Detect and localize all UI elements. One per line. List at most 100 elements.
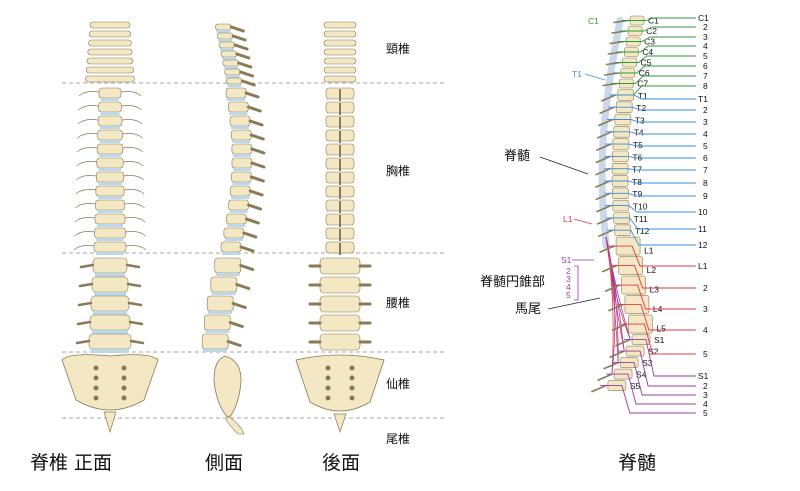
cord-spinous: [604, 284, 621, 292]
conus-segment-label: 2: [566, 266, 571, 276]
disc-front: [92, 330, 128, 334]
vertebra-label: C7: [637, 79, 648, 89]
vertebra-back: [323, 21, 357, 29]
sacrum-back: [295, 354, 385, 412]
nerve-cervical: [614, 55, 696, 63]
vertebra-label: T2: [636, 103, 646, 113]
nerve-thoracic: [606, 119, 696, 123]
vertebra-back: [323, 30, 357, 38]
disc-side: [222, 252, 241, 255]
disc-side: [232, 140, 251, 143]
vertebra-side: [210, 276, 238, 293]
rib-stub-front: [75, 203, 145, 209]
vertebra-label: S4: [636, 370, 647, 380]
process-side: [247, 203, 263, 211]
caption-cord: 脊髄: [618, 452, 657, 474]
nerve-sacral: [618, 350, 696, 387]
spinal-cord-label: 脊髄: [504, 149, 530, 164]
vertebra-front: [98, 87, 122, 99]
disc-front: [100, 112, 120, 115]
conus-label: 脊髄円錐部: [480, 275, 545, 290]
foramen-front: [93, 395, 99, 401]
vertebra-back: [319, 257, 361, 275]
nerve-cervical: [622, 17, 696, 21]
foramen-front: [121, 365, 127, 371]
spine-back-view: [295, 21, 385, 434]
vertebra-front: [97, 115, 123, 127]
foramen-back: [349, 395, 355, 401]
cord-spinous: [603, 361, 619, 370]
transverse-front: [79, 263, 141, 269]
cord-spinous: [591, 384, 607, 393]
nerve-label-thoracic: 2: [703, 105, 708, 115]
nerve-cervical: [616, 45, 696, 53]
vertebra-side: [225, 87, 247, 99]
disc-front: [94, 292, 126, 296]
caption-back: 後面: [322, 452, 361, 474]
nerve-label-sacral: 3: [703, 390, 708, 400]
disc-front: [98, 168, 122, 171]
nerve-lumbar: [610, 265, 696, 289]
vertebra-side: [231, 171, 252, 183]
coccyx-side: [225, 415, 245, 435]
vertebra-front: [96, 171, 125, 183]
vertebra-side: [229, 185, 251, 197]
c1-marker-label: C1: [588, 16, 599, 26]
vertebra-label: T10: [633, 202, 648, 212]
foramen-front: [93, 365, 99, 371]
vertebra-label: C1: [648, 16, 659, 26]
vertebra-back: [323, 75, 357, 83]
cord-spinous: [596, 217, 613, 225]
vertebra-side: [226, 213, 247, 225]
vertebra-label: T4: [634, 128, 644, 138]
nerve-thoracic: [608, 106, 696, 111]
vertebra-front: [98, 101, 122, 113]
vertebra-label: T8: [632, 177, 642, 187]
cord-spinous: [595, 167, 611, 176]
vertebra-side: [224, 68, 241, 76]
vertebra-back: [319, 333, 361, 351]
region-coccyx: 尾椎: [386, 432, 411, 446]
spinal-cord-view: C1C2C3C4C5C6C7T1T2T3T4T5T6T7T8T9T10T11T1…: [591, 13, 709, 418]
nerve-label-cervical: 7: [703, 71, 708, 81]
disc-side: [227, 224, 246, 227]
disc-front: [96, 224, 124, 227]
vertebra-front: [95, 185, 125, 197]
vertebra-side: [216, 32, 234, 40]
coccyx-back: [333, 413, 347, 434]
vertebra-side: [214, 257, 242, 274]
foramen-back: [325, 385, 331, 391]
nerve-thoracic: [604, 192, 696, 197]
nerve-label-cervical: C1: [698, 13, 709, 23]
vertebra-label: L2: [647, 265, 657, 275]
nerve-label-lumbar: 5: [703, 349, 708, 359]
disc-side: [231, 126, 250, 129]
rib-stub-front: [75, 189, 145, 195]
vertebra-front: [96, 157, 124, 169]
nerve-lumbar: [613, 284, 696, 310]
disc-side: [232, 182, 251, 185]
rib-stub-front: [73, 245, 147, 251]
vertebra-label: T12: [635, 226, 650, 236]
nerve-thoracic: [606, 229, 696, 246]
process-side: [235, 52, 251, 60]
cord-spinous: [595, 192, 612, 201]
nerve-label-sacral: 5: [703, 408, 708, 418]
nerve-label-thoracic: 6: [703, 153, 708, 163]
process-side: [239, 264, 255, 271]
nerve-label-thoracic: 11: [698, 224, 707, 234]
nerve-thoracic: [604, 205, 696, 213]
process-side: [246, 105, 262, 113]
foramen-front: [121, 395, 127, 401]
cord-spinous: [601, 264, 618, 273]
cauda-label: 馬尾: [515, 302, 541, 317]
process-side: [235, 283, 251, 290]
cord-spinous: [595, 155, 612, 164]
sacrum-side: [213, 355, 242, 419]
cauda-fiber: [605, 237, 616, 374]
vertebra-back: [323, 66, 357, 74]
foramen-back: [325, 365, 331, 371]
nerve-sacral: [599, 385, 696, 414]
vertebra-side: [220, 50, 238, 58]
cord-spinous: [597, 229, 614, 237]
